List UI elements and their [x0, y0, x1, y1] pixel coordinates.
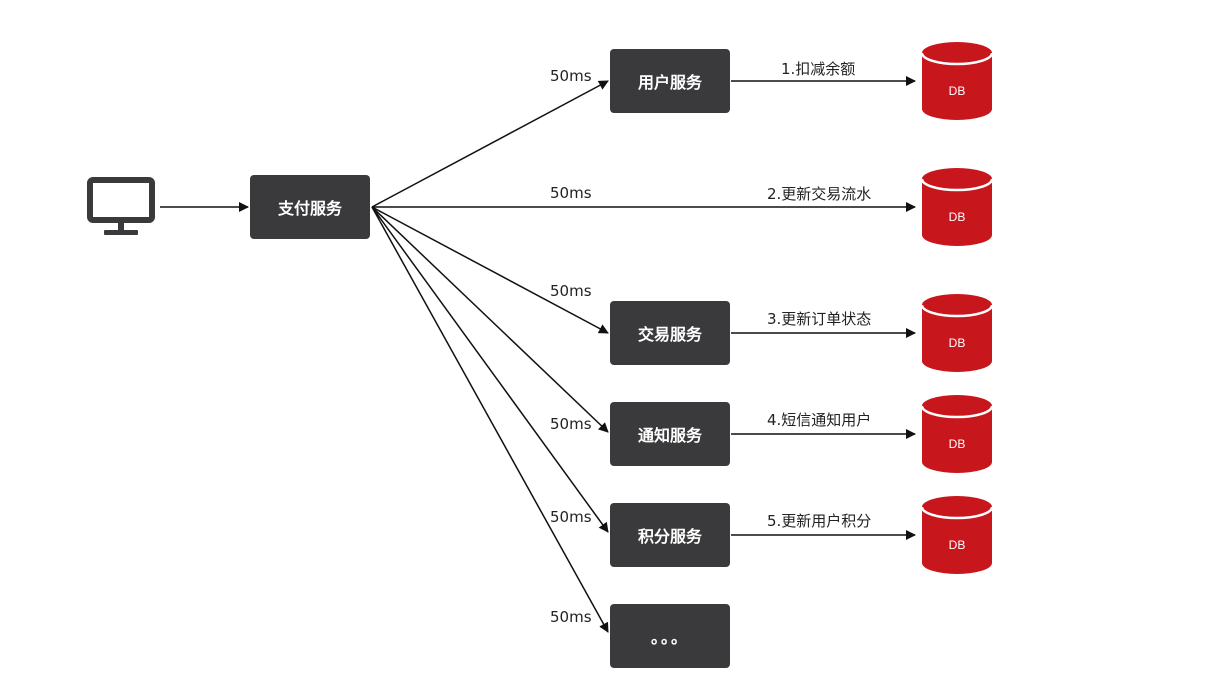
latency-label: 50ms: [550, 415, 592, 433]
db-label: DB: [948, 336, 966, 350]
latency-label: 50ms: [550, 67, 592, 85]
arrow-to-notify-service: [371, 206, 609, 433]
trade-service-label: 交易服务: [637, 325, 702, 344]
action-label: 5.更新用户积分: [767, 512, 872, 530]
db-label: DB: [948, 538, 966, 552]
action-label: 1.扣减余额: [781, 60, 856, 78]
latency-label: 50ms: [550, 282, 592, 300]
action-label: 3.更新订单状态: [767, 310, 872, 328]
notify-service-label: 通知服务: [637, 426, 702, 445]
arrow-to-trade-service: [371, 206, 609, 334]
db-label: DB: [948, 84, 966, 98]
payment-service-box: 支付服务: [250, 175, 370, 239]
payment-service-label: 支付服务: [277, 199, 342, 218]
user-service-label: 用户服务: [637, 73, 702, 92]
db-label: DB: [948, 210, 966, 224]
monitor-icon: [87, 177, 155, 235]
arrow-to-more-service: [371, 206, 609, 633]
more-service-label: 。。。: [650, 628, 689, 647]
latency-label: 50ms: [550, 184, 592, 202]
points-service-label: 积分服务: [637, 527, 702, 546]
arrow-to-points-service: [371, 206, 609, 533]
database-icon: DB: [920, 166, 994, 248]
database-icon: DB: [920, 393, 994, 475]
trade-service-box: 交易服务: [610, 301, 730, 365]
database-icon: DB: [920, 494, 994, 576]
user-service-box: 用户服务: [610, 49, 730, 113]
notify-service-box: 通知服务: [610, 402, 730, 466]
database-icon: DB: [920, 292, 994, 374]
action-label: 4.短信通知用户: [767, 411, 872, 429]
more-service-box: 。。。: [610, 604, 730, 668]
db-label: DB: [948, 437, 966, 451]
database-icon: DB: [920, 40, 994, 122]
action-label: 2.更新交易流水: [767, 185, 872, 203]
points-service-box: 积分服务: [610, 503, 730, 567]
arrow-to-user-service: [371, 80, 609, 208]
latency-label: 50ms: [550, 508, 592, 526]
latency-label: 50ms: [550, 608, 592, 626]
